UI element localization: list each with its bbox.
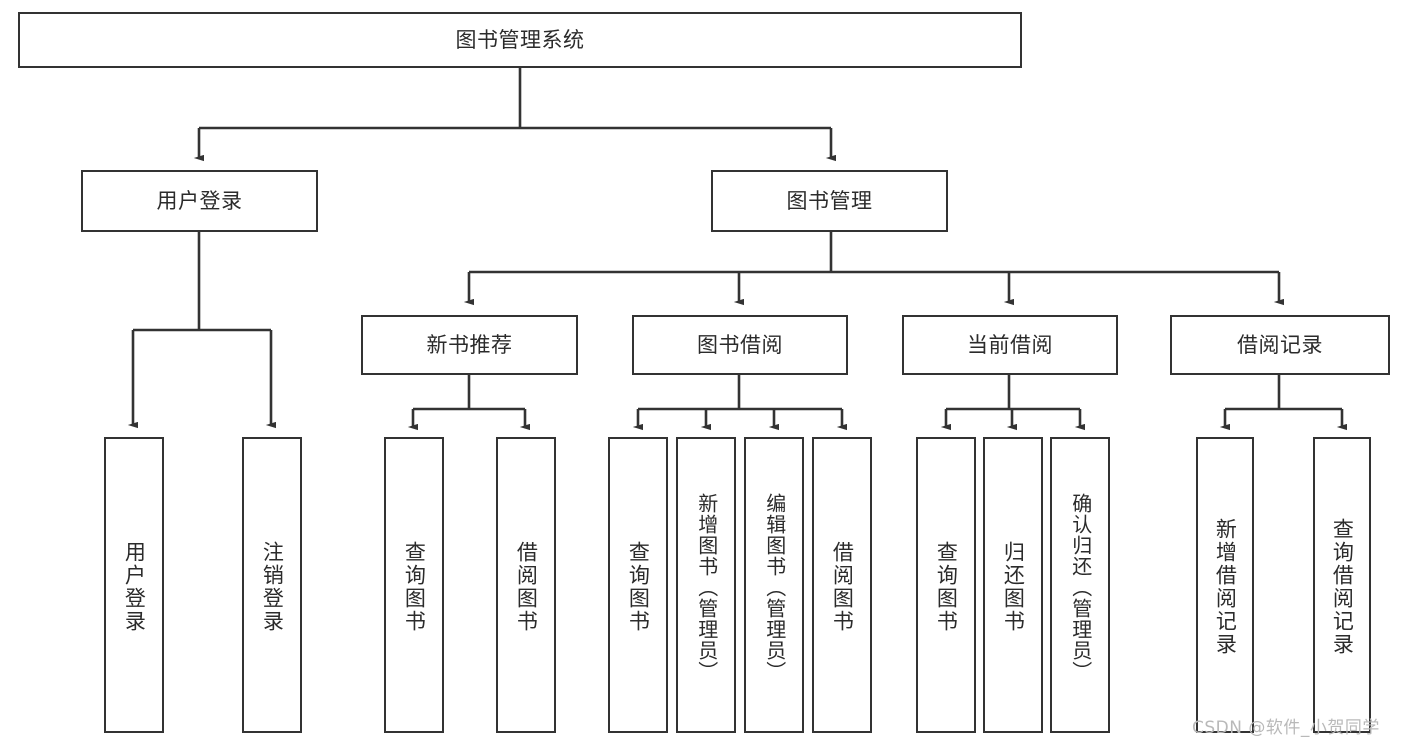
node-label: 注销登录 xyxy=(260,541,285,633)
node-label: 当前借阅 xyxy=(967,332,1053,357)
node-label: 查询图书 xyxy=(934,541,959,633)
node-label: 新增借阅记录 xyxy=(1213,518,1238,656)
leaf-current-borrow-confirm-return-admin[interactable]: 确认归还（管理员） xyxy=(1050,437,1110,733)
leaf-borrow-record-query-record[interactable]: 查询借阅记录 xyxy=(1313,437,1371,733)
leaf-new-book-query-book[interactable]: 查询图书 xyxy=(384,437,444,733)
leaf-book-borrow-borrow-book[interactable]: 借阅图书 xyxy=(812,437,872,733)
node-new-book-recommend[interactable]: 新书推荐 xyxy=(361,315,578,375)
node-label: 查询图书 xyxy=(402,541,427,633)
node-label: 归还图书 xyxy=(1001,541,1026,633)
node-book-borrow[interactable]: 图书借阅 xyxy=(632,315,848,375)
node-label: 图书借阅 xyxy=(697,332,783,357)
leaf-book-borrow-edit-book-admin[interactable]: 编辑图书（管理员） xyxy=(744,437,804,733)
node-label: 用户登录 xyxy=(122,541,147,633)
node-book-management[interactable]: 图书管理 xyxy=(711,170,948,232)
node-user-login[interactable]: 用户登录 xyxy=(81,170,318,232)
node-label: 图书管理系统 xyxy=(455,27,585,52)
leaf-book-borrow-query-book[interactable]: 查询图书 xyxy=(608,437,668,733)
leaf-book-borrow-add-book-admin[interactable]: 新增图书（管理员） xyxy=(676,437,736,733)
node-label: 图书管理 xyxy=(786,188,873,213)
node-current-borrow[interactable]: 当前借阅 xyxy=(902,315,1118,375)
leaf-user-login-logout[interactable]: 注销登录 xyxy=(242,437,302,733)
node-label: 借阅记录 xyxy=(1237,332,1323,357)
node-label: 编辑图书（管理员） xyxy=(762,492,787,682)
node-label: 新增图书（管理员） xyxy=(694,492,719,682)
node-label: 借阅图书 xyxy=(830,541,855,633)
node-label: 确认归还（管理员） xyxy=(1068,492,1093,682)
node-root-book-management-system[interactable]: 图书管理系统 xyxy=(18,12,1022,68)
node-borrow-record[interactable]: 借阅记录 xyxy=(1170,315,1390,375)
csdn-watermark: CSDN @软件_小贺同学 xyxy=(1192,718,1380,738)
node-label: 借阅图书 xyxy=(514,541,539,633)
node-label: 新书推荐 xyxy=(426,332,513,357)
leaf-current-borrow-return-book[interactable]: 归还图书 xyxy=(983,437,1043,733)
node-label: 用户登录 xyxy=(156,188,243,213)
node-label: 查询借阅记录 xyxy=(1330,518,1355,656)
node-label: 查询图书 xyxy=(626,541,651,633)
leaf-current-borrow-query-book[interactable]: 查询图书 xyxy=(916,437,976,733)
leaf-user-login-login[interactable]: 用户登录 xyxy=(104,437,164,733)
leaf-new-book-borrow-book[interactable]: 借阅图书 xyxy=(496,437,556,733)
leaf-borrow-record-add-record[interactable]: 新增借阅记录 xyxy=(1196,437,1254,733)
